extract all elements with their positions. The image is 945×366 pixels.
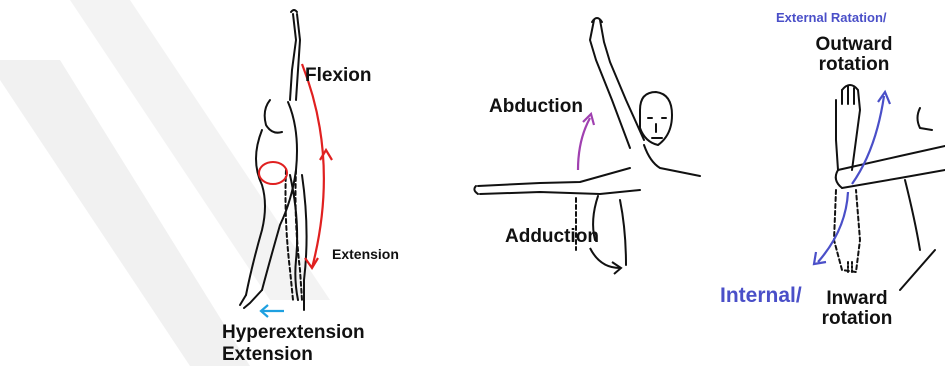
inward-line2: rotation — [812, 309, 902, 329]
inward-line1: Inward — [812, 289, 902, 309]
external-rotation-label: External Ratation/ — [776, 10, 887, 25]
outward-rotation-label: Outward rotation — [804, 35, 904, 75]
inward-rotation-label: Inward rotation — [812, 289, 902, 329]
outward-line2: rotation — [804, 55, 904, 75]
outward-line1: Outward — [804, 35, 904, 55]
internal-rotation-label: Internal/ — [720, 284, 802, 308]
